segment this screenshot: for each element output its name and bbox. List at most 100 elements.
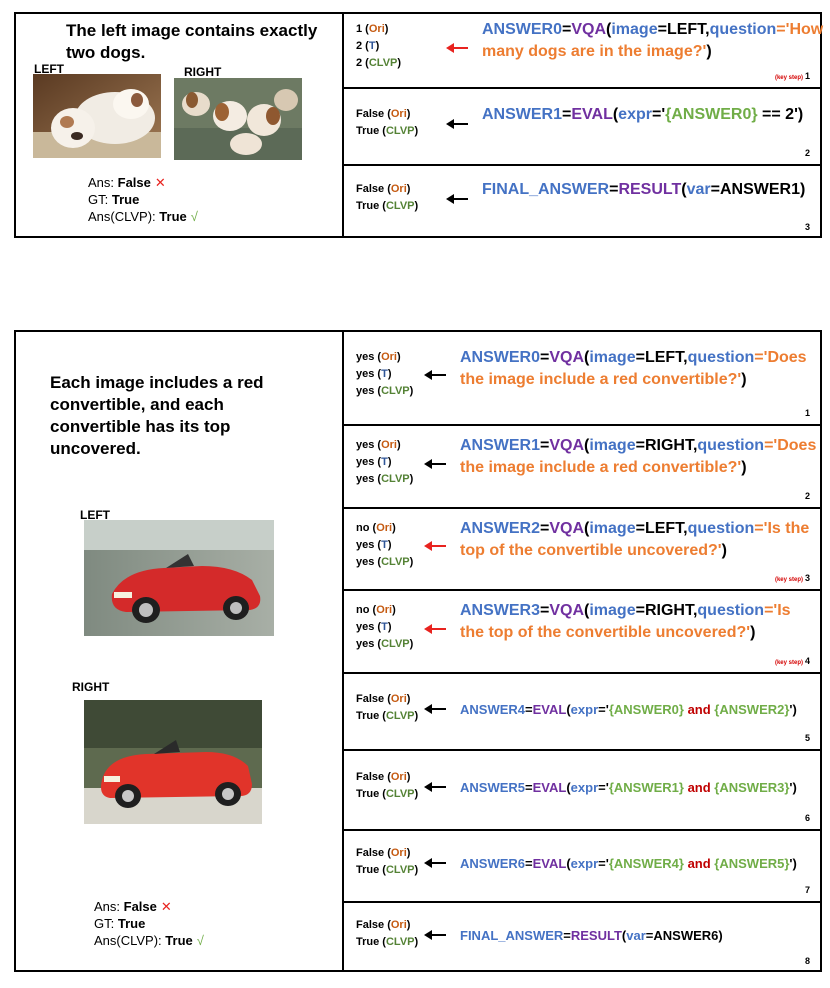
program-code: ANSWER1=EVAL(expr='{ANSWER0} == 2')	[482, 104, 818, 126]
step-number: 3	[805, 222, 810, 232]
code-token: =	[563, 927, 571, 943]
row-divider	[342, 749, 820, 751]
code-token: question	[687, 348, 755, 366]
code-token: image	[611, 21, 658, 38]
clvp-answer-label: Ans(CLVP):	[88, 209, 156, 224]
tag-source: Ori	[368, 23, 385, 35]
step-result-tags: False (Ori)True (CLVP)	[356, 106, 418, 140]
step-result-tag: True (CLVP)	[356, 200, 419, 212]
ground-truth-label: GT:	[94, 916, 115, 931]
code-token: ANSWER0	[482, 21, 563, 38]
claim-text: Each image includes a red convertible, a…	[50, 373, 264, 458]
tag-value: no	[356, 604, 370, 616]
key-step-arrow-icon	[446, 42, 468, 53]
step-result-tag: yes (CLVP)	[356, 555, 414, 568]
step-number: 2	[805, 148, 810, 158]
step-result-tag: no (Ori)	[356, 604, 396, 616]
example-panel-convertibles: Each image includes a red convertible, a…	[14, 330, 822, 972]
code-token: var	[686, 181, 711, 198]
tag-source: CLVP	[381, 555, 410, 568]
step-result-tags: yes (Ori)yes (T)yes (CLVP)	[356, 349, 413, 400]
code-token: ='Does the image include a red convertib…	[460, 437, 817, 476]
step-result-tags: False (Ori)True (CLVP)	[356, 845, 418, 879]
code-token: =	[540, 519, 550, 537]
code-token: ANSWER6	[460, 856, 526, 871]
code-token: {ANSWER4}	[608, 856, 684, 871]
right-image-beagle-puppies	[174, 78, 302, 160]
program-code: ANSWER2=VQA(image=LEFT,question='Is the …	[460, 518, 818, 562]
step-result-tag: False (Ori)	[356, 692, 411, 705]
tag-value: yes	[356, 367, 375, 380]
code-token: (	[566, 701, 571, 717]
tag-source: Ori	[381, 350, 397, 363]
tag-source: T	[381, 538, 388, 551]
code-token: EVAL	[532, 856, 567, 871]
code-token: {ANSWER2}	[714, 701, 790, 717]
program-code: ANSWER3=VQA(image=RIGHT,question='Is the…	[460, 600, 818, 644]
tag-source: Ori	[390, 183, 407, 195]
check-mark-icon: √	[190, 209, 198, 224]
code-token: image	[589, 348, 636, 366]
tag-value: True	[356, 788, 380, 800]
code-token: {ANSWER0}	[665, 105, 758, 123]
step-number-value: 8	[804, 956, 810, 966]
row-divider	[342, 589, 820, 591]
step-number: 8	[805, 956, 810, 966]
program-code: ANSWER4=EVAL(expr='{ANSWER0} and {ANSWER…	[460, 700, 818, 719]
right-image-label: RIGHT	[184, 65, 222, 79]
code-token: =	[562, 21, 572, 38]
step-arrow-icon	[424, 929, 446, 940]
tag-source: T	[368, 40, 376, 52]
tag-value: yes	[356, 456, 375, 468]
code-token: image	[589, 519, 636, 537]
code-token: image	[589, 602, 636, 619]
code-token: (	[584, 602, 590, 619]
code-token: ANSWER3	[460, 602, 541, 619]
code-token: (	[566, 856, 571, 871]
tag-source: CLVP	[381, 473, 410, 485]
tag-value: True	[356, 709, 380, 722]
step-result-tag: True (CLVP)	[356, 788, 419, 800]
code-token: (	[621, 927, 627, 943]
code-token: and	[683, 701, 715, 717]
model-answer: Ans: False✕	[88, 174, 198, 191]
code-token: EVAL	[532, 701, 567, 717]
step-result-tag: True (CLVP)	[356, 935, 419, 948]
code-token: VQA	[571, 21, 607, 38]
code-token: )	[750, 624, 756, 641]
code-token: ='How many dogs are in the image?'	[482, 21, 824, 60]
code-token: VQA	[549, 519, 585, 537]
program-code: ANSWER0=VQA(image=LEFT,question='How man…	[482, 19, 823, 63]
code-token: ')	[789, 856, 797, 871]
tag-source: T	[381, 367, 388, 380]
tag-value: no	[356, 521, 370, 534]
code-token: question	[687, 519, 755, 537]
step-number: 7	[805, 885, 810, 895]
tag-source: T	[381, 621, 388, 633]
program-code: FINAL_ANSWER=RESULT(var=ANSWER6)	[460, 926, 818, 945]
code-token: =	[540, 437, 550, 454]
step-arrow-icon	[424, 782, 446, 792]
claim-text: The left image contains exactly two dogs…	[66, 21, 318, 62]
tag-source: Ori	[390, 918, 407, 931]
tag-source: Ori	[376, 521, 393, 534]
step-result-tags: False (Ori)True (CLVP)	[356, 691, 418, 725]
program-code: FINAL_ANSWER=RESULT(var=ANSWER1)	[482, 179, 818, 201]
step-arrow-icon	[424, 370, 446, 380]
code-token: (	[606, 21, 612, 38]
code-token: =LEFT,	[635, 348, 688, 366]
step-result-tag: yes (T)	[356, 538, 392, 551]
step-result-tags: no (Ori)yes (T)yes (CLVP)	[356, 602, 413, 653]
clvp-answer-value: True	[165, 933, 193, 948]
step-number: 1	[805, 408, 810, 418]
step-result-tag: 1 (Ori)	[356, 23, 389, 35]
code-token: EVAL	[571, 105, 613, 123]
step-result-tags: False (Ori) True (CLVP)	[356, 769, 418, 803]
program-step: False (Ori)True (CLVP)ANSWER6=EVAL(expr=…	[344, 831, 822, 901]
step-result-tag: yes (T)	[356, 367, 392, 380]
left-image-red-convertible	[84, 520, 274, 636]
code-token: question	[697, 602, 765, 619]
wrong-mark-icon: ✕	[160, 899, 172, 914]
step-result-tag: False (Ori)	[356, 771, 411, 783]
answer-value: False	[117, 175, 151, 190]
